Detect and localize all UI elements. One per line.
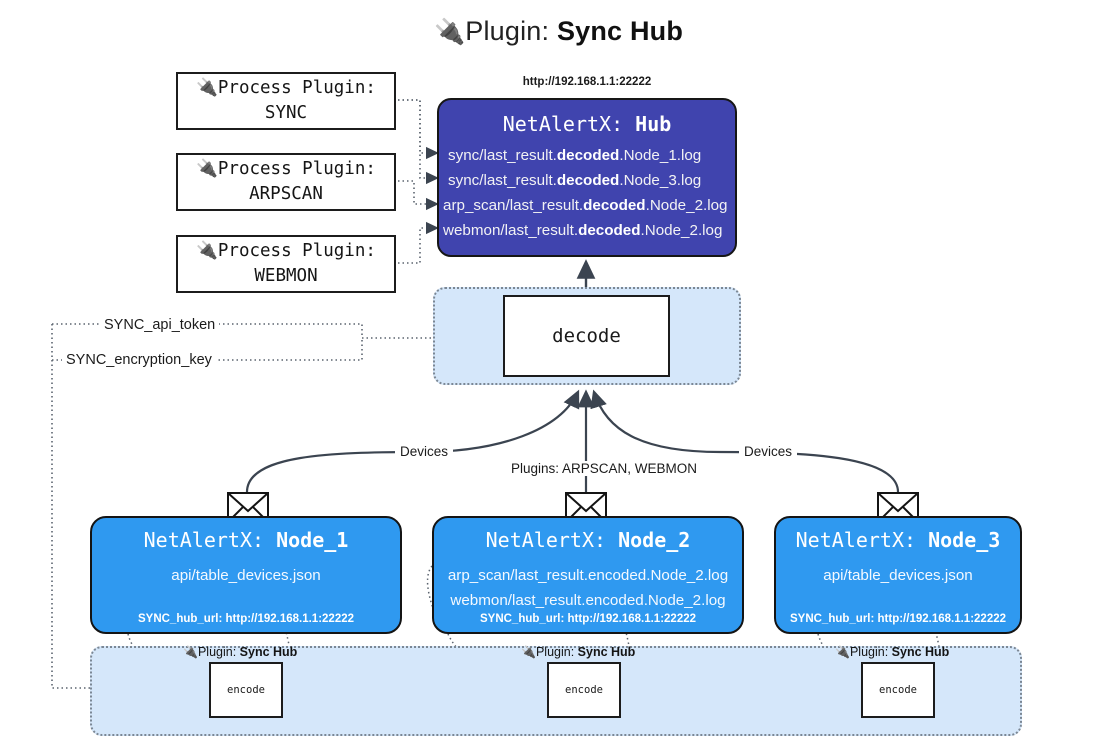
hub-log-list: sync/last_result.decoded.Node_1.log sync… [439, 143, 735, 243]
encode-box-node-1[interactable]: encode [209, 662, 283, 718]
encode-box-node-2[interactable]: encode [547, 662, 621, 718]
hub-log-item: arp_scan/last_result.decoded.Node_2.log [443, 197, 728, 214]
hub-title-prefix: NetAlertX: [502, 112, 636, 136]
edge-label-plugins-middle: Plugins: ARPSCAN, WEBMON [506, 461, 703, 476]
process-plugin-sync-line1: 🔌Process Plugin: [196, 77, 376, 98]
plugin-to-hub-connectors [398, 99, 439, 264]
node-hub-url-footer: SYNC_hub_url: http://192.168.1.1:22222 [137, 613, 355, 625]
process-plugin-webmon-line1: 🔌Process Plugin: [196, 240, 376, 261]
node-line: api/table_devices.json [171, 567, 321, 584]
hub-title: NetAlertX: Hub [439, 109, 735, 139]
sync-encryption-key-label: SYNC_encryption_key [62, 352, 216, 368]
node-hub-url-footer: SYNC_hub_url: http://192.168.1.1:22222 [789, 613, 1007, 625]
node-line-list: arp_scan/last_result.encoded.Node_2.log … [434, 563, 742, 613]
plug-icon: 🔌 [183, 645, 198, 659]
plug-icon: 🔌 [196, 158, 218, 179]
page-title-prefix: Plugin: [465, 16, 557, 46]
plug-icon: 🔌 [835, 645, 850, 659]
process-plugin-arpscan-box[interactable]: 🔌Process Plugin: ARPSCAN [176, 153, 396, 211]
edge-label-devices-right: Devices [739, 444, 798, 459]
encode-plugin-caption-node-2: 🔌Plugin: Sync Hub [521, 645, 636, 659]
plug-icon: 🔌 [433, 18, 466, 46]
node-line-list: api/table_devices.json [776, 563, 1020, 588]
node-line-list: api/table_devices.json [92, 563, 400, 588]
hub-log-item: webmon/last_result.decoded.Node_2.log [443, 222, 723, 239]
node-line: arp_scan/last_result.encoded.Node_2.log [447, 567, 729, 584]
node-line: api/table_devices.json [823, 567, 973, 584]
encode-plugin-caption-node-1: 🔌Plugin: Sync Hub [183, 645, 298, 659]
process-plugin-webmon-box[interactable]: 🔌Process Plugin: WEBMON [176, 235, 396, 293]
decode-box[interactable]: decode [503, 295, 670, 377]
page-title-name: Sync Hub [556, 16, 684, 46]
node-title: NetAlertX: Node_1 [143, 528, 349, 552]
sync-api-token-label: SYNC_api_token [100, 317, 220, 333]
plug-icon: 🔌 [196, 240, 218, 261]
process-plugin-sync-box[interactable]: 🔌Process Plugin: SYNC [176, 72, 396, 130]
hub-box[interactable]: NetAlertX: Hub sync/last_result.decoded.… [437, 98, 737, 257]
node-title: NetAlertX: Node_2 [485, 528, 691, 552]
encode-box-node-3[interactable]: encode [861, 662, 935, 718]
node-hub-url-footer: SYNC_hub_url: http://192.168.1.1:22222 [479, 613, 697, 625]
edge-label-devices-left: Devices [395, 444, 454, 459]
plug-icon: 🔌 [196, 77, 218, 98]
node-box-node-1[interactable]: NetAlertX: Node_1 api/table_devices.json… [90, 516, 402, 634]
process-plugin-arpscan-line1: 🔌Process Plugin: [196, 158, 376, 179]
node-box-node-3[interactable]: NetAlertX: Node_3 api/table_devices.json… [774, 516, 1022, 634]
node-title: NetAlertX: Node_3 [795, 528, 1001, 552]
node-to-decode-edges [245, 389, 900, 493]
process-plugin-webmon-line2: WEBMON [254, 266, 318, 286]
process-plugin-arpscan-line2: ARPSCAN [249, 184, 323, 204]
encode-plugin-caption-node-3: 🔌Plugin: Sync Hub [835, 645, 950, 659]
hub-log-item: sync/last_result.decoded.Node_3.log [448, 172, 702, 189]
hub-title-name: Hub [635, 112, 672, 136]
hub-url-label: http://192.168.1.1:22222 [522, 76, 652, 88]
node-box-node-2[interactable]: NetAlertX: Node_2 arp_scan/last_result.e… [432, 516, 744, 634]
plug-icon: 🔌 [521, 645, 536, 659]
hub-log-item: sync/last_result.decoded.Node_1.log [448, 147, 702, 164]
page-title: 🔌Plugin: Sync Hub [0, 16, 1117, 47]
process-plugin-sync-line2: SYNC [264, 103, 308, 123]
node-line: webmon/last_result.encoded.Node_2.log [450, 592, 726, 609]
